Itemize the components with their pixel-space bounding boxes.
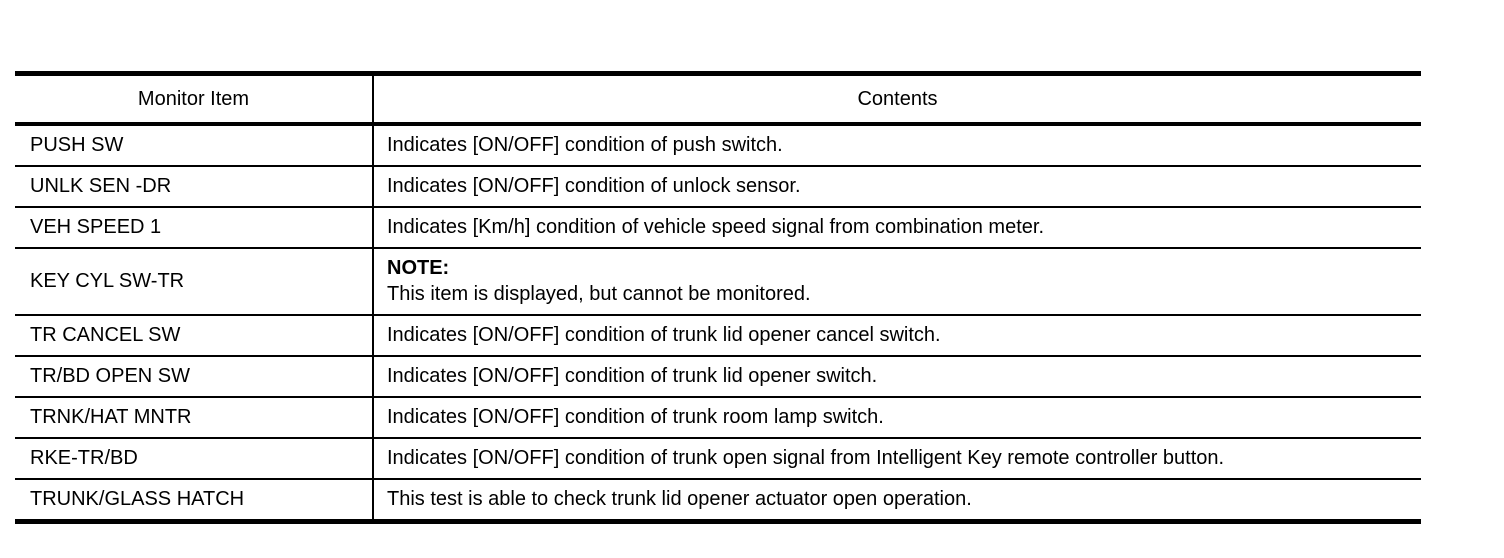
- table-row: UNLK SEN -DR Indicates [ON/OFF] conditio…: [15, 166, 1421, 207]
- cell-monitor-item: TRUNK/GLASS HATCH: [15, 479, 374, 522]
- monitor-item-table: Monitor Item Contents PUSH SW Indicates …: [15, 71, 1421, 524]
- cell-monitor-item: UNLK SEN -DR: [15, 166, 374, 207]
- table-row: VEH SPEED 1 Indicates [Km/h] condition o…: [15, 207, 1421, 248]
- contents-text: Indicates [ON/OFF] condition of trunk li…: [387, 324, 941, 346]
- table-row: PUSH SW Indicates [ON/OFF] condition of …: [15, 124, 1421, 166]
- cell-contents: Indicates [ON/OFF] condition of unlock s…: [373, 166, 1421, 207]
- cell-contents: Indicates [Km/h] condition of vehicle sp…: [373, 207, 1421, 248]
- cell-contents: Indicates [ON/OFF] condition of trunk li…: [373, 315, 1421, 356]
- column-header-monitor-item: Monitor Item: [15, 73, 374, 124]
- cell-monitor-item: TR/BD OPEN SW: [15, 356, 374, 397]
- contents-text: Indicates [ON/OFF] condition of unlock s…: [387, 175, 801, 197]
- table-row: TRUNK/GLASS HATCH This test is able to c…: [15, 479, 1421, 522]
- table-row: RKE-TR/BD Indicates [ON/OFF] condition o…: [15, 438, 1421, 479]
- column-header-contents: Contents: [857, 88, 938, 110]
- contents-text: Indicates [Km/h] condition of vehicle sp…: [387, 216, 1045, 238]
- table-row: TR/BD OPEN SW Indicates [ON/OFF] conditi…: [15, 356, 1421, 397]
- cell-monitor-item: TR CANCEL SW: [15, 315, 374, 356]
- cell-monitor-item: RKE-TR/BD: [15, 438, 374, 479]
- contents-text: This test is able to check trunk lid ope…: [387, 488, 972, 510]
- cell-contents: NOTE: This item is displayed, but cannot…: [373, 248, 1421, 315]
- contents-text: Indicates [ON/OFF] condition of trunk op…: [387, 447, 1225, 469]
- note-body: This item is displayed, but cannot be mo…: [387, 283, 811, 305]
- cell-monitor-item: PUSH SW: [15, 124, 374, 166]
- contents-text: Indicates [ON/OFF] condition of trunk ro…: [387, 406, 884, 428]
- table-row: TRNK/HAT MNTR Indicates [ON/OFF] conditi…: [15, 397, 1421, 438]
- cell-contents: Indicates [ON/OFF] condition of trunk op…: [373, 438, 1421, 479]
- contents-text: Indicates [ON/OFF] condition of push swi…: [387, 134, 783, 156]
- monitor-item-table-wrapper: Monitor Item Contents PUSH SW Indicates …: [15, 71, 1421, 524]
- table-row: KEY CYL SW-TR NOTE: This item is display…: [15, 248, 1421, 315]
- cell-monitor-item: KEY CYL SW-TR: [15, 248, 374, 315]
- cell-monitor-item: TRNK/HAT MNTR: [15, 397, 374, 438]
- contents-text: Indicates [ON/OFF] condition of trunk li…: [387, 365, 878, 387]
- note-label: NOTE:: [387, 257, 450, 279]
- cell-contents: This test is able to check trunk lid ope…: [373, 479, 1421, 522]
- table-header: Monitor Item Contents: [15, 73, 1421, 124]
- cell-monitor-item: VEH SPEED 1: [15, 207, 374, 248]
- table-header-row: Monitor Item Contents: [15, 73, 1421, 124]
- cell-contents: Indicates [ON/OFF] condition of push swi…: [373, 124, 1421, 166]
- cell-contents: Indicates [ON/OFF] condition of trunk li…: [373, 356, 1421, 397]
- table-body: PUSH SW Indicates [ON/OFF] condition of …: [15, 124, 1421, 522]
- cell-contents: Indicates [ON/OFF] condition of trunk ro…: [373, 397, 1421, 438]
- table-row: TR CANCEL SW Indicates [ON/OFF] conditio…: [15, 315, 1421, 356]
